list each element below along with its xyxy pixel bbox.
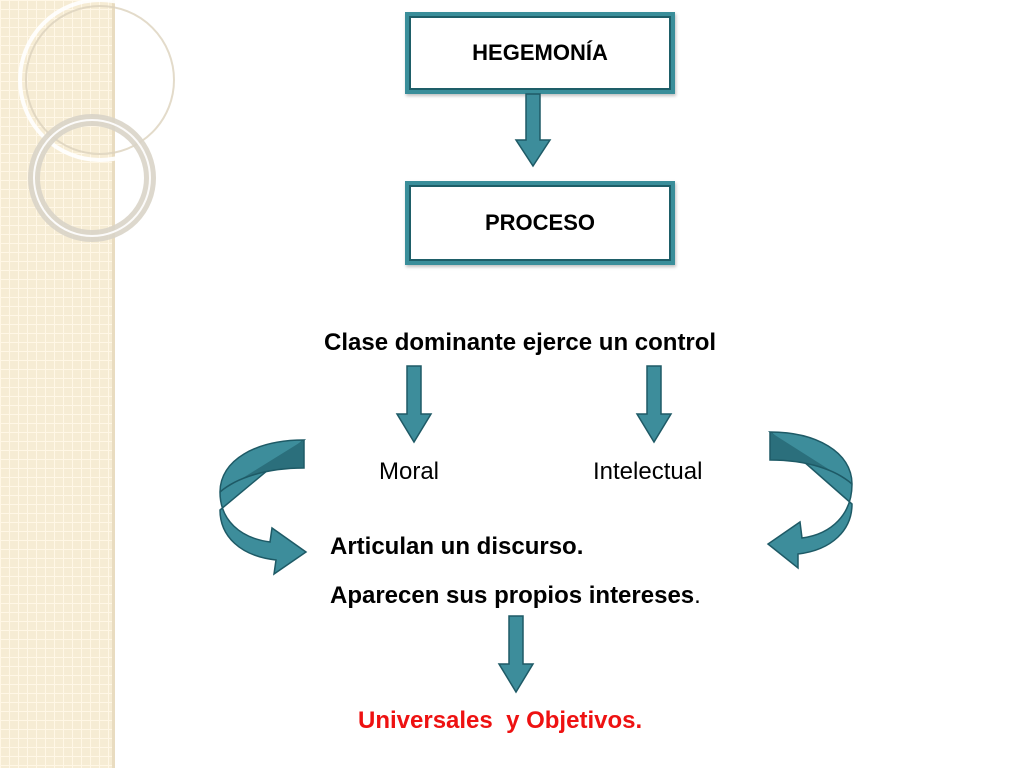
down-arrow-conclusion [497,615,535,694]
sidebar-edge [112,0,115,768]
articulan-text: Articulan un discurso. [330,533,584,560]
aparecen-period: . [694,582,701,609]
decorative-rings [18,0,182,242]
curved-arrow-left [219,439,308,576]
hegemonia-label: HEGEMONÍA [472,40,608,65]
down-arrow-1 [514,93,552,168]
intelectual-text: Intelectual [593,458,703,485]
aparecen-text: Aparecen sus propios intereses [330,582,695,609]
universales-text: Universales y Objetivos. [358,707,643,734]
curved-arrow-right [766,431,853,570]
clase-dominante-text: Clase dominante ejerce un control [324,329,717,356]
down-arrow-moral [395,365,433,444]
proceso-box: PROCESO [405,181,675,265]
moral-text: Moral [379,458,440,485]
aparecen-line: Aparecen sus propios intereses. [330,582,701,610]
hegemonia-box: HEGEMONÍA [405,12,675,94]
proceso-label: PROCESO [484,210,596,235]
down-arrow-intelectual [635,365,673,444]
